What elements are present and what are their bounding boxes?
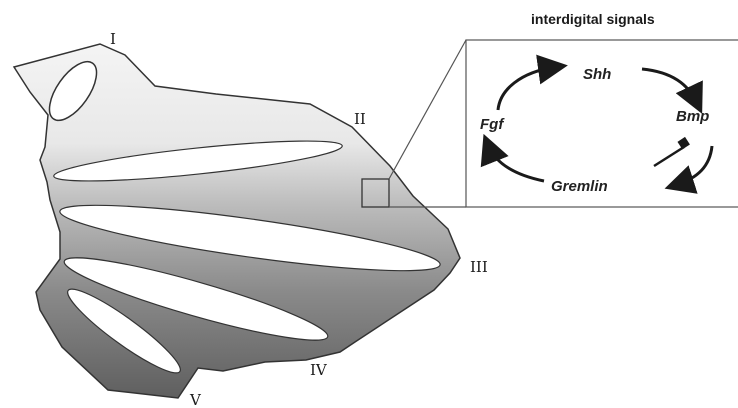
digit-label-3: III — [470, 258, 488, 276]
zoom-connector-top — [389, 40, 466, 179]
digit-label-1: I — [110, 30, 116, 48]
gene-shh: Shh — [583, 66, 611, 83]
gene-fgf: Fgf — [480, 116, 505, 133]
panel-title: interdigital signals — [531, 11, 655, 27]
gene-bmp: Bmp — [676, 108, 709, 125]
digit-label-4: IV — [310, 361, 328, 379]
digit-label-5: V — [189, 391, 202, 408]
digit-label-2: II — [354, 110, 366, 128]
gene-gremlin: Gremlin — [551, 178, 608, 195]
